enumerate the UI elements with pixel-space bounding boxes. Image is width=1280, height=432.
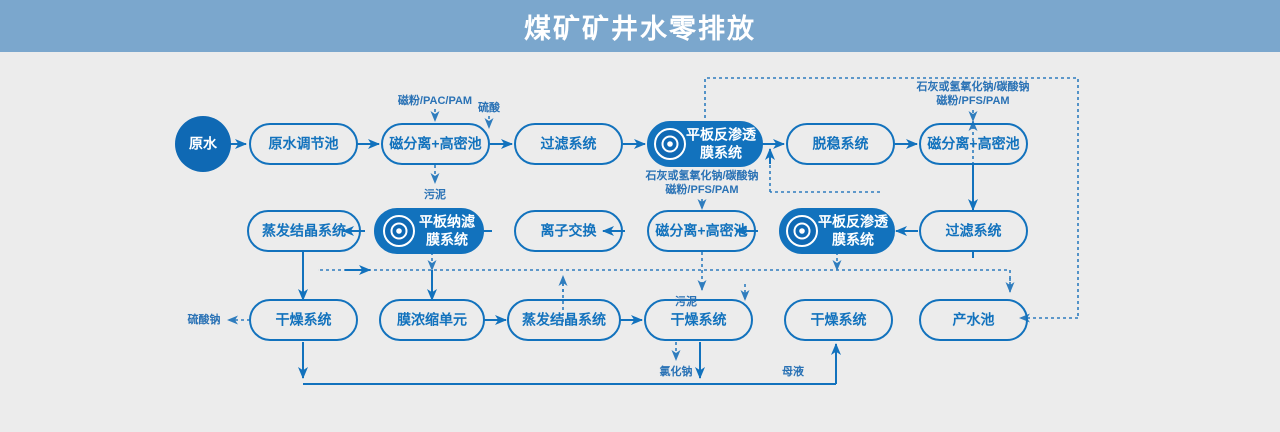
page-title: 煤矿矿井水零排放 (524, 13, 756, 44)
flat-ro-1-label-line2: 膜系统 (700, 145, 742, 161)
target-icon (654, 128, 686, 160)
flat-ro-2-label-line2: 膜系统 (832, 232, 874, 248)
raw-water-tank-shape (249, 123, 358, 165)
evap-cryst-1-label: 蒸发结晶系统 (262, 223, 346, 239)
filter-1-shape (514, 123, 623, 165)
filter-2-shape (919, 210, 1028, 252)
annotation-mother-liquor: 母液 (782, 364, 805, 378)
dryer-3-label: 干燥系统 (811, 312, 867, 328)
product-water-label: 产水池 (953, 312, 995, 328)
connector-ro2-return-to-ro1 (765, 148, 880, 193)
annotation-dosing-1: 磁粉/PAC/PAM (398, 93, 472, 107)
dryer-2-shape (644, 299, 753, 341)
mag-sep-2-label: 磁分离+高密池 (927, 136, 1019, 152)
connector-group-row3 (227, 252, 974, 361)
destabilize-shape (786, 123, 895, 165)
node-evap-cryst-1[interactable]: 蒸发结晶系统 (247, 210, 361, 252)
flowchart-canvas: 原水 原水调节池 磁分离+高密池 过滤系统 (0, 52, 1280, 432)
node-raw-water-tank[interactable]: 原水调节池 (249, 123, 358, 165)
flat-nf-label-line2: 膜系统 (426, 232, 468, 248)
connector-mid-dashed-bus (320, 265, 1015, 322)
dryer-2-label: 干燥系统 (671, 312, 727, 328)
node-flat-nf[interactable]: 平板纳滤 膜系统 (374, 208, 484, 254)
loop-ro1-top-right (704, 77, 1079, 318)
connector-top-recycle-loop (704, 77, 1079, 323)
mag-sep-2-shape (919, 123, 1028, 165)
node-dryer-2[interactable]: 干燥系统 (644, 299, 753, 341)
connector-bottom-return (298, 342, 841, 385)
flat-ro-2-label-line1: 平板反渗透 (818, 214, 889, 230)
node-ion-exchange[interactable]: 离子交换 (514, 210, 623, 252)
node-flat-ro-1[interactable]: 平板反渗透 膜系统 (647, 121, 763, 167)
product-water-shape (919, 299, 1028, 341)
membrane-conc-shape (379, 299, 485, 341)
flat-ro-1-label-line1: 平板反渗透 (686, 127, 757, 143)
mag-sep-3-shape (647, 210, 756, 252)
dryer-1-shape (249, 299, 358, 341)
mag-sep-3-label: 磁分离+高密池 (655, 223, 747, 239)
evap-cryst-2-shape (507, 299, 621, 341)
raw-water-circle (175, 116, 231, 172)
node-evap-cryst-2[interactable]: 蒸发结晶系统 (507, 299, 621, 341)
dryer-3-shape (784, 299, 893, 341)
ion-exchange-label: 离子交换 (541, 223, 598, 239)
ion-exchange-shape (514, 210, 623, 252)
node-dryer-1[interactable]: 干燥系统 (249, 299, 358, 341)
annotation-sulfuric-acid: 硫酸 (478, 100, 501, 114)
mag-sep-1-label: 磁分离+高密池 (389, 136, 481, 152)
annotation-sodium-sulfate: 硫酸钠 (188, 312, 221, 326)
evap-cryst-1-shape (247, 210, 361, 252)
node-mag-sep-2[interactable]: 磁分离+高密池 (919, 123, 1028, 165)
raw-water-tank-label: 原水调节池 (269, 136, 339, 152)
node-membrane-conc[interactable]: 膜浓缩单元 (379, 299, 485, 341)
node-filter-1[interactable]: 过滤系统 (514, 123, 623, 165)
mag-sep-1-shape (381, 123, 490, 165)
evap-cryst-2-label: 蒸发结晶系统 (522, 312, 606, 328)
node-mag-sep-1[interactable]: 磁分离+高密池 (381, 123, 490, 165)
annotation-sludge-1: 污泥 (424, 187, 446, 201)
node-raw-water[interactable]: 原水 (175, 116, 231, 172)
destabilize-label: 脱稳系统 (813, 136, 869, 152)
flat-nf-label-line1: 平板纳滤 (419, 214, 475, 230)
raw-water-label: 原水 (189, 136, 218, 152)
node-destabilize[interactable]: 脱稳系统 (786, 123, 895, 165)
annotation-dosing-3-line1: 石灰或氢氧化钠/碳酸钠 (644, 168, 758, 182)
node-filter-2[interactable]: 过滤系统 (919, 210, 1028, 252)
filter-2-label: 过滤系统 (946, 223, 1002, 239)
target-icon (383, 215, 415, 247)
annotation-dosing-2-line1: 石灰或氢氧化钠/碳酸钠 (915, 79, 1029, 93)
filter-1-label: 过滤系统 (541, 136, 597, 152)
target-icon (786, 215, 818, 247)
annotation-dosing-2-line2: 磁粉/PFS/PAM (936, 93, 1009, 107)
node-product-water[interactable]: 产水池 (919, 299, 1028, 341)
connector-group-row1 (230, 109, 978, 211)
annotation-sludge-2: 污泥 (675, 294, 697, 308)
page-header: 煤矿矿井水零排放 (0, 0, 1280, 52)
dryer-1-label: 干燥系统 (276, 312, 332, 328)
annotation-sodium-chloride: 氯化钠 (660, 364, 693, 378)
annotation-dosing-3-line2: 磁粉/PFS/PAM (665, 182, 738, 196)
node-dryer-3[interactable]: 干燥系统 (784, 299, 893, 341)
membrane-conc-label: 膜浓缩单元 (397, 312, 467, 328)
node-mag-sep-3[interactable]: 磁分离+高密池 (647, 210, 756, 252)
node-flat-ro-2[interactable]: 平板反渗透 膜系统 (779, 208, 895, 254)
